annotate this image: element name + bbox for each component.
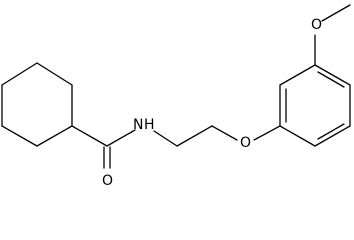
n-ch2-bond (153, 130, 178, 147)
ring-bond (36, 125, 73, 147)
ch2-ch2-bond (176, 125, 213, 147)
ring-bond (314, 125, 351, 147)
aromatic-inner-bond (317, 123, 345, 140)
o-aryl-bond (253, 125, 281, 141)
ring-bond (1, 125, 38, 147)
amide-bond (106, 129, 136, 147)
ring-bond (279, 125, 316, 147)
ring-carbonyl-bond (71, 125, 108, 147)
carbonyl-oxygen-label: O (102, 173, 113, 189)
carbonyl-double-bond (103, 146, 111, 169)
amine-nitrogen-label: N (133, 117, 143, 133)
ch2-o-bond (211, 125, 238, 141)
amine-hydrogen-label: H (144, 117, 155, 133)
molecule-structure: N H O O O (1, 4, 351, 189)
ring-bond (314, 64, 351, 86)
aromatic-inner-bond (317, 71, 345, 88)
ring-bond (279, 64, 316, 86)
o-methyl-bond (321, 4, 351, 22)
ring-bond (1, 62, 38, 86)
ether-oxygen-label: O (240, 135, 251, 151)
methoxy-oxygen-label: O (311, 17, 322, 33)
benzene-ring (279, 64, 351, 147)
cyclohexane-ring (1, 62, 73, 147)
ring-bond (36, 62, 73, 86)
